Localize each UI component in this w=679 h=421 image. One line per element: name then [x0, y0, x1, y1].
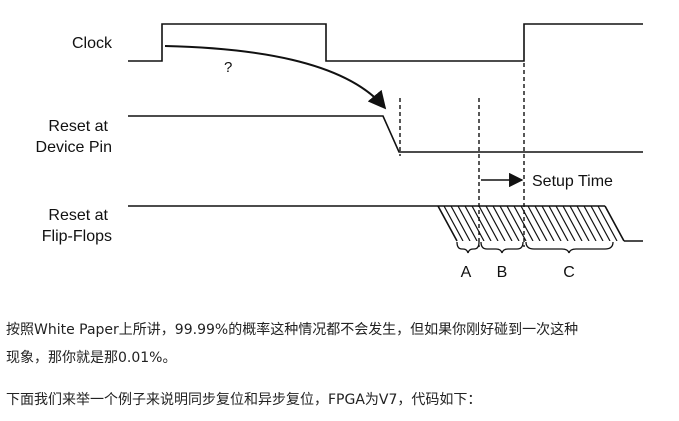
question-mark: ?: [224, 59, 232, 76]
hatch-line: [457, 206, 478, 241]
hatch-line: [464, 206, 485, 241]
clock-label: Clock: [72, 35, 113, 52]
hatch-line: [562, 206, 583, 241]
article-paragraph-2: 下面我们来举一个例子来说明同步复位和异步复位，FPGA为V7，代码如下：: [6, 392, 482, 408]
article-paragraph-1: 按照White Paper上所讲，99.99%的概率这种情况都不会发生，但如果你…: [6, 316, 674, 372]
hatch-line: [450, 206, 471, 241]
hatch-line: [569, 206, 590, 241]
hatch-line: [583, 206, 604, 241]
region-b-label: B: [497, 264, 508, 281]
article-paragraph-1-line-2: 现象，那你就是那0.01%。: [6, 350, 177, 366]
reset-pin-label-line1: Reset at: [48, 118, 108, 135]
hatch-line: [471, 206, 492, 241]
article-paragraph-1-line-1: 按照White Paper上所讲，99.99%的概率这种情况都不会发生，但如果你…: [6, 322, 579, 338]
hatch-line: [597, 206, 618, 241]
hatch-line: [485, 206, 506, 241]
reset-ff-label-line2: Flip-Flops: [42, 228, 112, 245]
hatch-line: [576, 206, 597, 241]
hatch-line: [534, 206, 555, 241]
hatch-line: [527, 206, 548, 241]
hatch-line: [513, 206, 534, 241]
hatch-line: [541, 206, 562, 241]
setup-time-label: Setup Time: [532, 173, 613, 190]
region-c-label: C: [563, 264, 575, 281]
uncertainty-hatch: [443, 206, 624, 241]
hatch-line: [506, 206, 527, 241]
hatch-line: [499, 206, 520, 241]
clock-waveform: [128, 23, 643, 62]
hatch-line: [443, 206, 464, 241]
hatch-line: [492, 206, 513, 241]
reset-pin-waveform: [128, 115, 643, 153]
timing-diagram: Clock Reset at Device Pin Reset at Flip-…: [36, 23, 643, 281]
hatch-line: [590, 206, 611, 241]
reset-ff-label-line1: Reset at: [48, 207, 108, 224]
brace-b: [480, 241, 524, 254]
hatch-line: [555, 206, 576, 241]
propagation-arrow: [164, 45, 387, 110]
reset-pin-label-line2: Device Pin: [36, 139, 112, 156]
hatch-left-edge: [437, 205, 458, 242]
brace-c: [525, 241, 614, 254]
brace-a: [456, 241, 480, 254]
hatch-line: [520, 206, 541, 241]
hatch-right-edge: [604, 205, 625, 242]
hatch-line: [548, 206, 569, 241]
region-a-label: A: [461, 264, 472, 281]
hatch-line: [478, 206, 499, 241]
